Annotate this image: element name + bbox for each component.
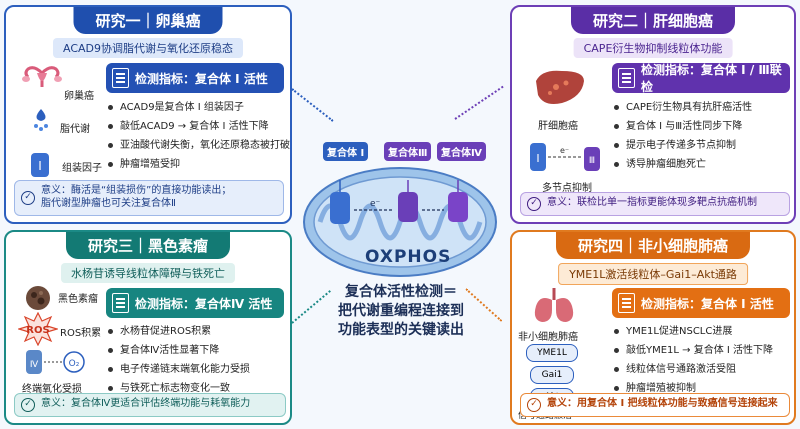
svg-text:I: I: [536, 152, 539, 165]
panel-subtitle: 水杨苷诱导线粒体障碍与铁死亡: [61, 263, 235, 283]
finding-item: 与铁死亡标志物变化一致: [108, 382, 250, 395]
clipboard-icon: [112, 68, 129, 88]
label-lipid: 脂代谢: [60, 124, 90, 135]
complex-iv-label: 复合体Ⅳ: [437, 142, 486, 161]
finding-item: 亚油酸代谢失衡，氧化还原稳态被打破: [108, 139, 290, 152]
finding-item: 诱导肿瘤细胞死亡: [614, 158, 752, 171]
complex-i-icon: I: [31, 153, 49, 177]
check-icon: ✓: [21, 398, 35, 412]
lipid-droplet-icon: [34, 109, 48, 131]
complex-i-block: [330, 192, 350, 224]
finding-item: CAPE衍生物具有抗肝癌活性: [614, 101, 752, 114]
metric-header: 检测指标：复合体 I 活性: [612, 288, 790, 318]
panel-title: 研究二｜肝细胞癌: [570, 7, 736, 34]
panel-subtitle: YME1L激活线粒体–Gai1–Akt通路: [558, 263, 748, 285]
label-terminal: 终端氧化受损: [22, 384, 82, 395]
finding-item: 复合体Ⅳ活性显著下降: [108, 344, 250, 357]
center-message: 复合体活性检测＝ 把代谢重编程连接到 功能表型的关键读出: [338, 284, 464, 338]
panel-title: 研究一｜卵巢癌: [73, 7, 223, 34]
liver-icon: [536, 70, 584, 104]
label-ovarian: 卵巢癌: [64, 91, 94, 102]
label-nsclc: 非小细胞肺癌: [518, 332, 578, 343]
mitochondrion-illustration: e⁻: [303, 167, 497, 277]
check-icon: ✓: [527, 197, 541, 211]
findings-list: 水杨苷促进ROS积累 复合体Ⅳ活性显著下降 电子传递链末端氧化能力受损 与铁死亡…: [108, 325, 250, 401]
ros-burst-icon: ROS: [18, 312, 58, 346]
lungs-icon: [534, 288, 574, 322]
panel-subtitle: ACAD9协调脂代谢与氧化还原稳态: [52, 38, 244, 58]
label-ros: ROS积累: [60, 328, 102, 339]
significance-box: ✓ 意义：酶活是“组装损伤”的直接功能读出； 脂代谢型肿瘤也可关注复合体Ⅱ: [14, 180, 284, 216]
check-icon: ✓: [527, 398, 541, 412]
finding-item: 敲低ACAD9 → 复合体 I 活性下降: [108, 120, 290, 133]
svg-text:Ⅳ: Ⅳ: [30, 360, 39, 370]
ovary-icon: [22, 66, 62, 87]
connector-p2: [454, 85, 504, 120]
finding-item: 提示电子传递多节点抑制: [614, 139, 752, 152]
clipboard-icon: [618, 293, 635, 313]
metric-header: 检测指标：复合体Ⅳ 活性: [106, 288, 284, 318]
finding-item: 肿瘤增殖被抑制: [614, 382, 773, 395]
finding-item: 水杨苷促进ROS积累: [108, 325, 250, 338]
panel-subtitle: CAPE衍生物抑制线粒体功能: [573, 38, 733, 58]
study-panel-nsclc: 研究四｜非小细胞肺癌 YME1L激活线粒体–Gai1–Akt通路 非小细胞肺癌 …: [510, 230, 796, 425]
svg-text:Ⅲ: Ⅲ: [589, 156, 595, 166]
svg-text:I: I: [38, 159, 42, 173]
finding-item: 线粒体信号通路激活受阻: [614, 363, 773, 376]
pathway-node-yme1l: YME1L: [526, 344, 578, 362]
finding-item: ACAD9是复合体 I 组装因子: [108, 101, 290, 114]
finding-item: 敲低YME1L → 复合体 I 活性下降: [614, 344, 773, 357]
finding-item: 肿瘤增殖受抑: [108, 158, 290, 171]
complex-iv-oxygen-icon: Ⅳ O₂: [26, 350, 85, 374]
significance-box: ✓ 意义：联检比单一指标更能体现多靶点抗癌机制: [520, 192, 790, 216]
svg-text:e⁻: e⁻: [560, 146, 569, 155]
label-hcc: 肝细胞癌: [538, 121, 578, 132]
findings-list: CAPE衍生物具有抗肝癌活性 复合体 I 与Ⅲ活性同步下降 提示电子传递多节点抑…: [614, 101, 752, 177]
multi-node-icon: I Ⅲ e⁻: [530, 143, 600, 171]
svg-text:ROS: ROS: [26, 325, 49, 336]
oxphos-label: OXPHOS: [365, 247, 452, 267]
clipboard-icon: [112, 293, 129, 313]
complex-i-label: 复合体 I: [323, 142, 369, 161]
panel-title: 研究四｜非小细胞肺癌: [555, 232, 751, 259]
finding-item: 复合体 I 与Ⅲ活性同步下降: [614, 120, 752, 133]
complex-iv-block: [448, 192, 468, 222]
finding-item: YME1L促进NSCLC进展: [614, 325, 773, 338]
label-melanoma: 黑色素瘤: [58, 294, 98, 305]
panel-title: 研究三｜黑色素瘤: [65, 232, 231, 259]
svg-text:O₂: O₂: [69, 359, 80, 369]
electron-label: e⁻: [370, 199, 381, 209]
study-panel-hcc: 研究二｜肝细胞癌 CAPE衍生物抑制线粒体功能 肝细胞癌 I Ⅲ e⁻ 多节点抑…: [510, 5, 796, 224]
significance-box: ✓ 意义：用复合体 I 把线粒体功能与致癌信号连接起来: [520, 393, 790, 417]
pathway-node-gai1: Gai1: [530, 366, 574, 384]
findings-list: ACAD9是复合体 I 组装因子 敲低ACAD9 → 复合体 I 活性下降 亚油…: [108, 101, 290, 177]
label-multinode: 多节点抑制: [542, 183, 592, 194]
finding-item: 电子传递链末端氧化能力受损: [108, 363, 250, 376]
study-panel-ovarian: 研究一｜卵巢癌 ACAD9协调脂代谢与氧化还原稳态 卵巢癌 脂代谢 I 组装因子…: [4, 5, 292, 224]
complex-iii-block: [398, 192, 418, 222]
connector-p1: [291, 88, 334, 122]
metric-header: 检测指标：复合体 I 活性: [106, 63, 284, 93]
melanoma-cell-icon: [26, 286, 50, 310]
complex-iii-label: 复合体Ⅲ: [384, 142, 432, 161]
clipboard-icon: [618, 68, 635, 88]
metric-header: 检测指标：复合体 I / Ⅲ联检: [612, 63, 790, 94]
check-icon: ✓: [21, 191, 35, 205]
findings-list: YME1L促进NSCLC进展 敲低YME1L → 复合体 I 活性下降 线粒体信…: [614, 325, 773, 401]
study-panel-melanoma: 研究三｜黑色素瘤 水杨苷诱导线粒体障碍与铁死亡 黑色素瘤 ROS ROS积累 Ⅳ…: [4, 230, 292, 425]
label-assembly: 组装因子: [62, 163, 102, 174]
significance-box: ✓ 意义：复合体Ⅳ更适合评估终端功能与耗氧能力: [14, 393, 286, 417]
